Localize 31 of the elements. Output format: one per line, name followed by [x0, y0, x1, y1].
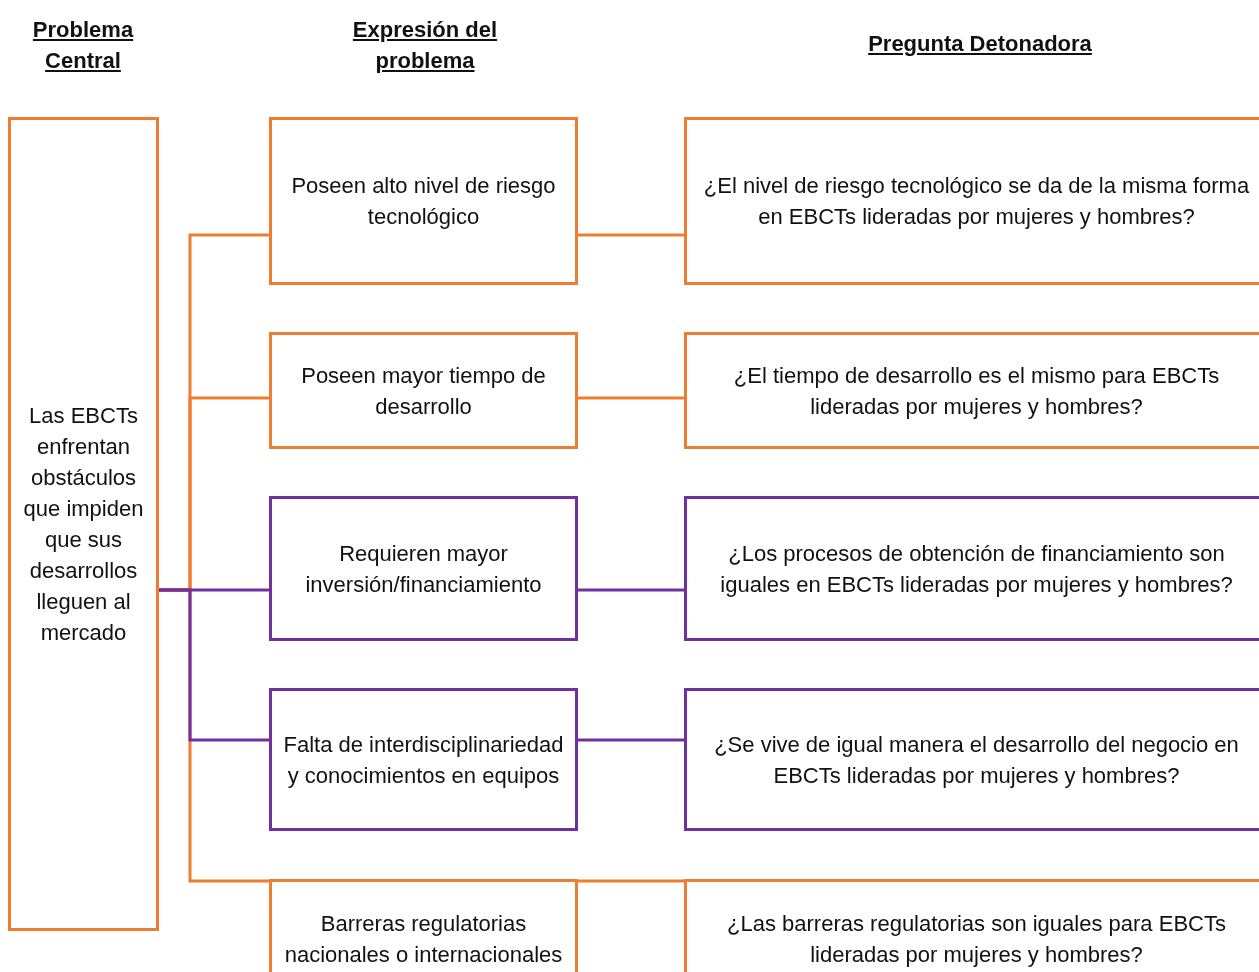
- text-box: [684, 688, 1259, 831]
- text-box: [684, 879, 1259, 972]
- connector-line: [159, 588, 269, 742]
- box-text: Requieren mayor inversión/financiamiento: [304, 539, 543, 599]
- text-box: [684, 496, 1259, 641]
- box-text: ¿Los procesos de obtención de financiamiento son iguales en EBCTs lideradas por mujeres y hombres?: [719, 539, 1234, 599]
- column-header: Pregunta Detonadora: [867, 30, 1093, 58]
- box-text: Barreras regulatorias nacionales o internacionales: [283, 910, 564, 969]
- connector-line: [578, 588, 684, 592]
- text-box: [269, 117, 578, 285]
- problem-box: [8, 117, 159, 931]
- box-text: ¿Las barreras regulatorias son iguales para EBCTs lideradas por mujeres y hombres?: [726, 910, 1227, 969]
- box-text: Falta de interdisciplinariedad y conocimientos en equipos: [282, 730, 565, 790]
- connector-line: [578, 396, 684, 400]
- text-box: [269, 688, 578, 831]
- text-box: [269, 496, 578, 641]
- text-box: [684, 332, 1259, 449]
- box-text: Las EBCTs enfrentan obstáculos que impiden que sus desarrollos lleguen al mercado: [22, 402, 145, 647]
- connector-line: [578, 738, 684, 742]
- box-text: Poseen mayor tiempo de desarrollo: [300, 361, 547, 421]
- box-text: ¿Se vive de igual manera el desarrollo del negocio en EBCTs lideradas por mujeres y hombres?: [713, 730, 1240, 790]
- connector-line: [578, 233, 684, 237]
- box-text: ¿El nivel de riesgo tecnológico se da de la misma forma en EBCTs lideradas por mujeres y hombres?: [702, 172, 1251, 231]
- text-box: [269, 332, 578, 449]
- box-text: Poseen alto nivel de riesgo tecnológico: [290, 172, 557, 231]
- column-header: Problema Central: [31, 16, 135, 75]
- text-box: [684, 117, 1259, 285]
- box-text: ¿El tiempo de desarrollo es el mismo para EBCTs lideradas por mujeres y hombres?: [732, 361, 1221, 421]
- column-header: Expresión del problema: [351, 16, 499, 75]
- text-box: [269, 879, 578, 972]
- connector-line: [578, 879, 684, 883]
